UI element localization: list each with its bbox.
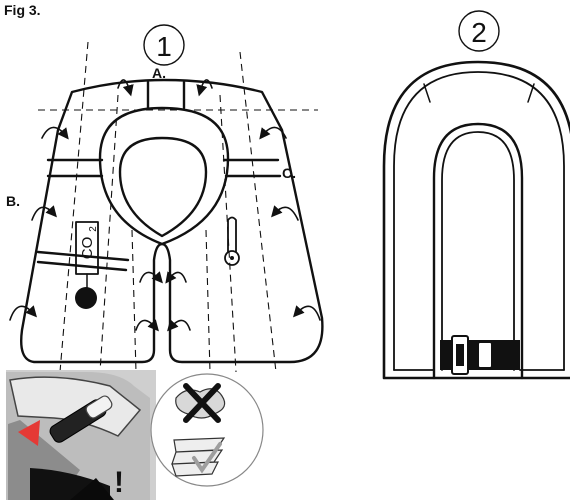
folded-jacket-icon bbox=[171, 437, 226, 477]
right-strap bbox=[222, 158, 282, 178]
collar-outer bbox=[98, 106, 230, 246]
cylinder-inset-photo: ! bbox=[6, 370, 156, 500]
left-strap bbox=[46, 158, 104, 178]
warning-mark: ! bbox=[114, 466, 124, 499]
step-2-diagram: 2 bbox=[382, 10, 570, 380]
do-dont-circle bbox=[150, 373, 264, 487]
figure-title: Fig 3. bbox=[4, 2, 41, 18]
cross-icon bbox=[183, 383, 221, 423]
buckle bbox=[440, 335, 520, 375]
step-1-badge: 1 bbox=[143, 24, 185, 66]
point-a-label: A. bbox=[152, 65, 166, 81]
step-1-diagram: 1 CO 2 bbox=[6, 24, 324, 373]
packed-outer bbox=[382, 60, 570, 380]
svg-text:1: 1 bbox=[156, 31, 172, 62]
co2-cylinder: CO 2 bbox=[75, 221, 99, 309]
co2-subscript: 2 bbox=[88, 226, 99, 232]
co2-label: CO bbox=[79, 237, 96, 260]
point-c-label: C. bbox=[282, 165, 296, 181]
red-arrow-icon bbox=[18, 420, 40, 446]
check-icon bbox=[192, 442, 222, 474]
lower-left-strap bbox=[36, 250, 130, 272]
step-2-badge: 2 bbox=[458, 10, 500, 52]
collar-inner bbox=[118, 136, 208, 238]
svg-text:2: 2 bbox=[471, 17, 487, 48]
fold-lines bbox=[38, 41, 318, 373]
point-b-label: B. bbox=[6, 193, 20, 209]
oral-inflation-tube bbox=[224, 216, 240, 266]
packed-inner bbox=[432, 122, 524, 380]
top-seams bbox=[423, 83, 535, 103]
jacket-outline bbox=[20, 78, 324, 364]
top-strap bbox=[146, 80, 186, 110]
pull-ball bbox=[75, 287, 97, 309]
packed-border bbox=[393, 71, 565, 371]
fold-arrows bbox=[9, 79, 321, 332]
